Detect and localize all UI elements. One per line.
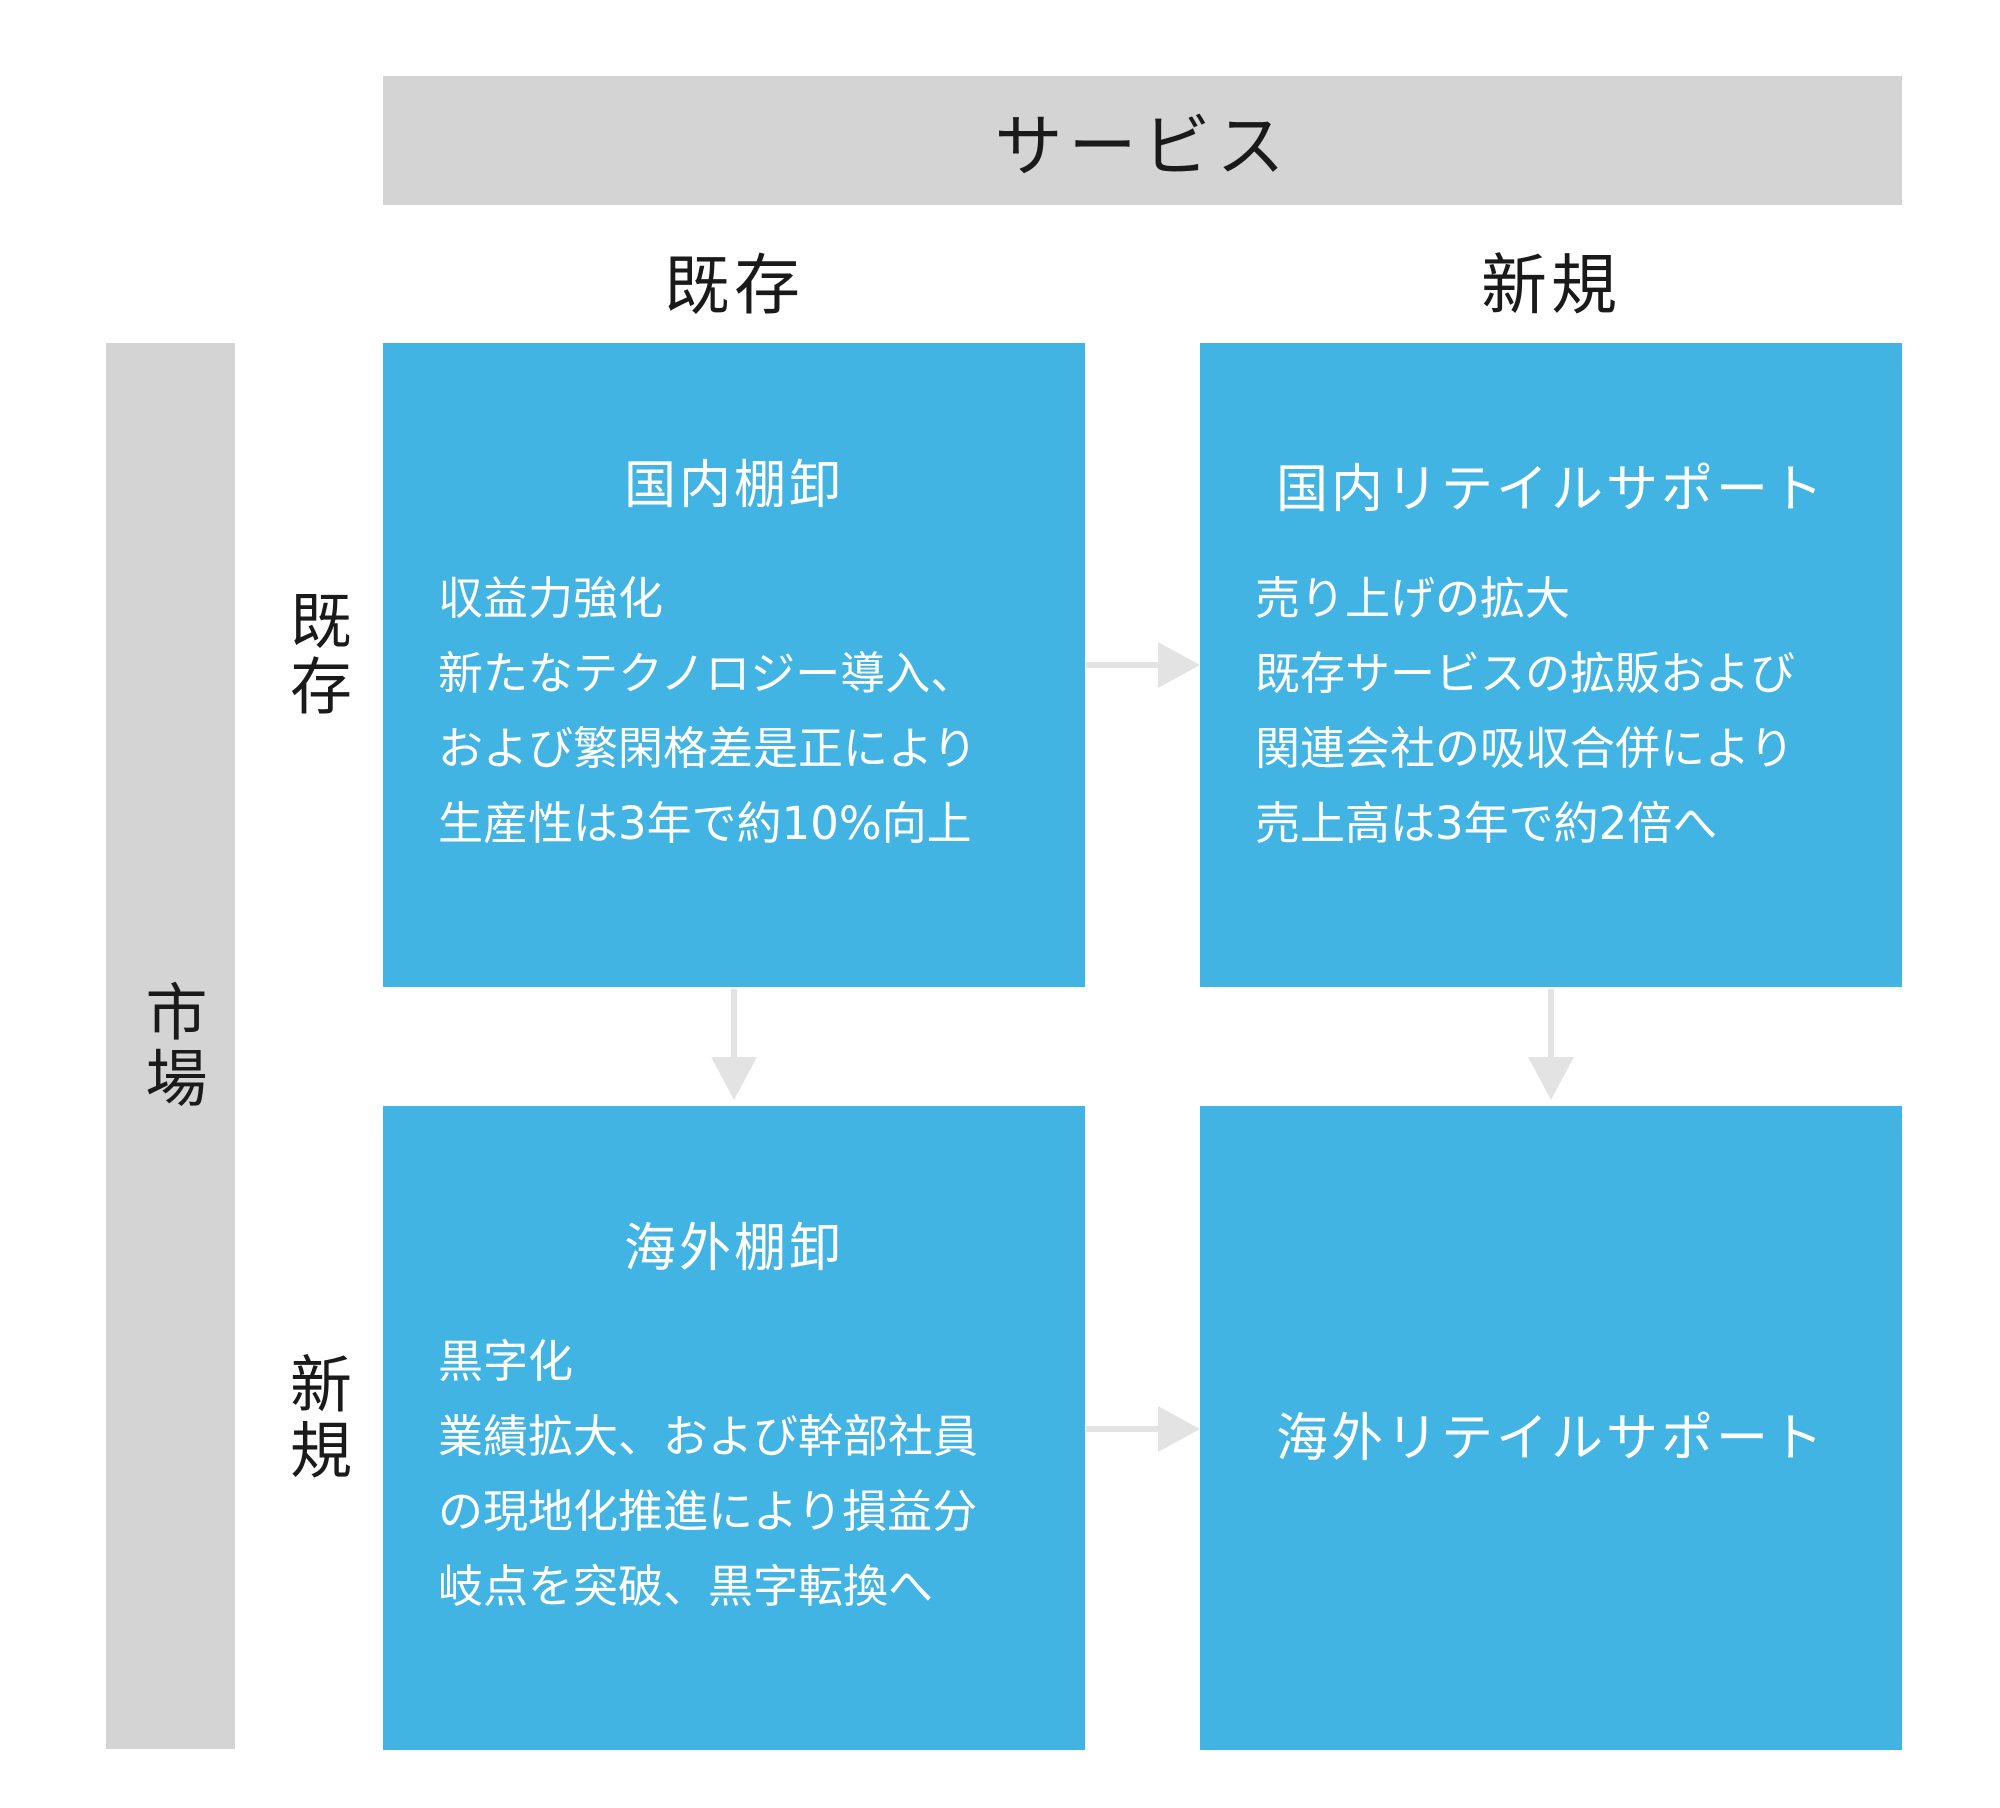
text-line: 売上高は3年で約2倍へ <box>1255 797 1718 850</box>
column-header-existing: 既存 <box>664 247 804 324</box>
box-domestic-retail: 国内リテイルサポート 売り上げの拡大 既存サービスの拡販および 関連会社の吸収合… <box>1200 343 1902 987</box>
arrow-right-top-shaft <box>1086 662 1160 668</box>
text-line: 岐点を突破、黒字転換へ <box>438 1560 934 1613</box>
text-line: 売り上げの拡大 <box>1255 572 1571 625</box>
box-domestic-wholesale-title: 国内棚卸 <box>623 456 844 516</box>
box-domestic-retail-text: 売り上げの拡大 既存サービスの拡販および 関連会社の吸収合併により 売上高は3年… <box>1255 561 1882 861</box>
arrow-right-top-head <box>1158 642 1200 688</box>
row-header-existing-label: 既存 <box>279 588 352 720</box>
text-line: の現地化推進により損益分 <box>438 1485 978 1538</box>
service-label: サービス <box>994 108 1291 187</box>
box-overseas-wholesale: 海外棚卸 黒字化 業績拡大、および幹部社員 の現地化推進により損益分 岐点を突破… <box>383 1106 1085 1750</box>
box-domestic-wholesale: 国内棚卸 収益力強化 新たなテクノロジー導入、 および繁閑格差是正により 生産性… <box>383 343 1085 987</box>
box-overseas-wholesale-title: 海外棚卸 <box>623 1219 844 1279</box>
box-overseas-retail: 海外リテイルサポート <box>1200 1106 1902 1750</box>
text-line: および繁閑格差是正により <box>438 722 978 775</box>
text-line: 収益力強化 <box>438 572 664 625</box>
service-header-bar: サービス <box>383 76 1902 205</box>
market-label: 市場 <box>134 980 208 1112</box>
row-header-new: 新規 <box>270 1352 360 1484</box>
arrow-down-right-head <box>1528 1057 1574 1100</box>
column-header-new: 新規 <box>1481 247 1621 324</box>
row-header-new-label: 新規 <box>279 1352 352 1484</box>
box-domestic-wholesale-text: 収益力強化 新たなテクノロジー導入、 および繁閑格差是正により 生産性は3年で約… <box>438 561 1065 861</box>
row-header-existing: 既存 <box>270 588 360 720</box>
arrow-right-bottom-shaft <box>1086 1426 1160 1432</box>
arrow-down-left-shaft <box>731 989 737 1059</box>
arrow-right-bottom-head <box>1158 1406 1200 1452</box>
arrow-down-right-shaft <box>1548 989 1554 1059</box>
text-line: 新たなテクノロジー導入、 <box>438 647 976 700</box>
box-domestic-retail-title: 国内リテイルサポート <box>1275 460 1826 520</box>
text-line: 関連会社の吸収合併により <box>1255 722 1795 775</box>
market-side-bar: 市場 <box>106 343 235 1749</box>
arrow-down-left-head <box>711 1057 757 1100</box>
text-line: 既存サービスの拡販および <box>1255 647 1796 700</box>
text-line: 黒字化 <box>438 1335 574 1388</box>
box-overseas-wholesale-text: 黒字化 業績拡大、および幹部社員 の現地化推進により損益分 岐点を突破、黒字転換… <box>438 1324 1065 1624</box>
text-line: 業績拡大、および幹部社員 <box>438 1410 979 1463</box>
text-line: 生産性は3年で約10%向上 <box>438 797 972 850</box>
box-overseas-retail-title: 海外リテイルサポート <box>1275 1409 1826 1469</box>
